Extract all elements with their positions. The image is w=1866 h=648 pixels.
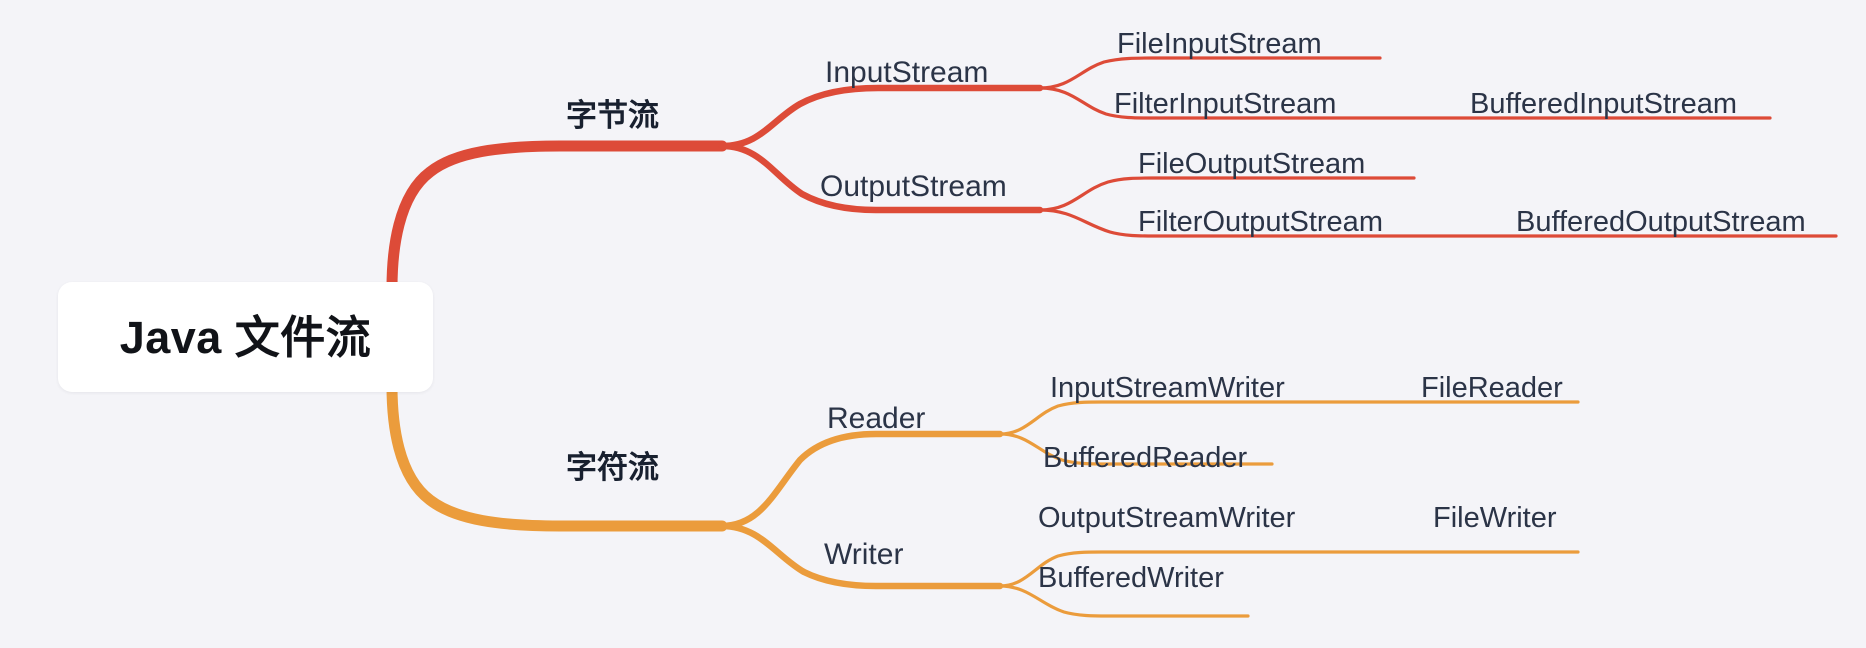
- edge-inputstream-to-fileinputstream: [1038, 56, 1382, 90]
- node-file-writer[interactable]: FileWriter: [1433, 502, 1557, 534]
- branch-label-byte-stream[interactable]: 字节流: [566, 98, 659, 133]
- node-output-stream-writer[interactable]: OutputStreamWriter: [1038, 502, 1296, 534]
- edge-root-to-char-stream: [386, 380, 728, 532]
- edge-root-to-byte-stream: [386, 140, 728, 294]
- edge-reader-to-inputstreamwriter: [998, 400, 1580, 436]
- node-input-stream[interactable]: InputStream: [825, 56, 989, 89]
- node-reader[interactable]: Reader: [827, 402, 926, 435]
- node-file-input-stream[interactable]: FileInputStream: [1117, 28, 1322, 60]
- node-output-stream[interactable]: OutputStream: [820, 170, 1007, 203]
- node-buffered-input-stream[interactable]: BufferedInputStream: [1470, 88, 1738, 120]
- node-filter-input-stream[interactable]: FilterInputStream: [1114, 88, 1337, 120]
- branch-label-char-stream[interactable]: 字符流: [566, 450, 659, 485]
- node-buffered-output-stream[interactable]: BufferedOutputStream: [1516, 206, 1806, 238]
- root-node[interactable]: Java 文件流: [58, 282, 433, 392]
- edge-char-to-reader: [718, 430, 1004, 530]
- node-file-output-stream[interactable]: FileOutputStream: [1138, 148, 1366, 180]
- edge-byte-to-inputstream: [718, 84, 1044, 150]
- node-buffered-writer[interactable]: BufferedWriter: [1038, 562, 1224, 594]
- node-input-stream-writer[interactable]: InputStreamWriter: [1050, 372, 1285, 404]
- node-filter-output-stream[interactable]: FilterOutputStream: [1138, 206, 1383, 238]
- node-file-reader[interactable]: FileReader: [1421, 372, 1563, 404]
- node-buffered-reader[interactable]: BufferedReader: [1043, 442, 1248, 474]
- node-writer[interactable]: Writer: [824, 538, 904, 571]
